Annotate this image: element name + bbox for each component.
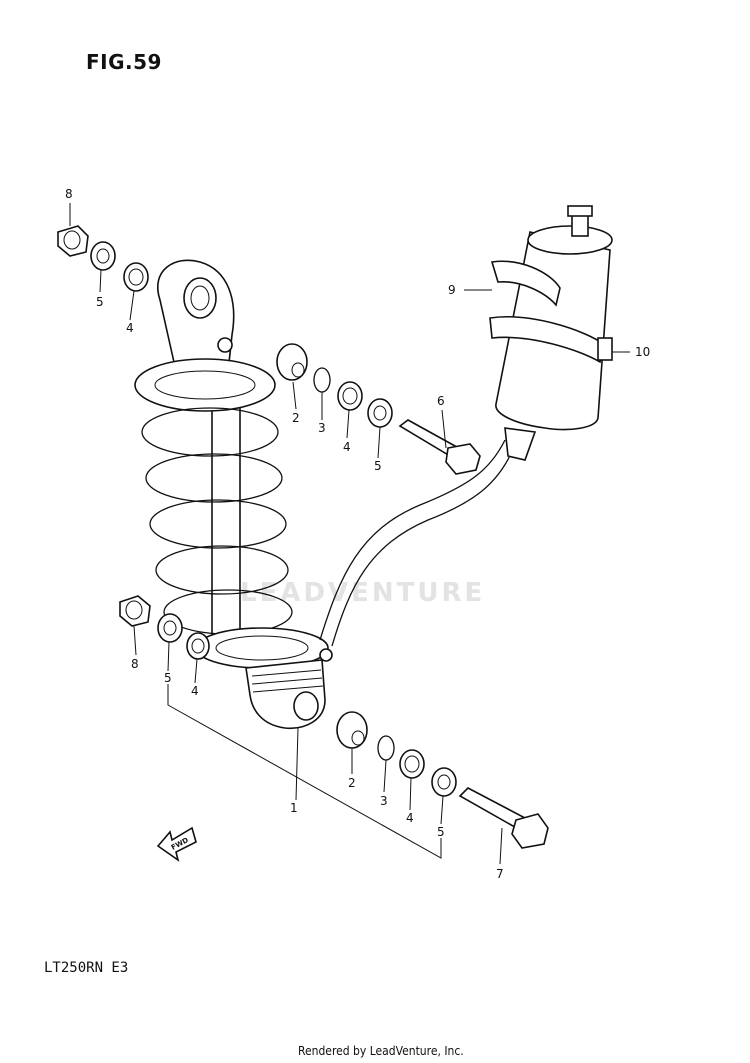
- footer-credit: Rendered by LeadVenture, Inc.: [298, 1044, 464, 1058]
- gas-reservoir: [489, 205, 613, 461]
- lower-cap-nut-8: [119, 595, 151, 627]
- lower-bolt-7: [458, 787, 549, 849]
- model-code: LT250RN E3: [44, 960, 129, 976]
- upper-seal-4b: [337, 381, 363, 411]
- lower-collar-5d: [431, 767, 457, 797]
- callout-4-upper-left: 4: [126, 321, 134, 335]
- damper-rod: [211, 379, 241, 641]
- callout-8-lower: 8: [131, 657, 139, 671]
- callout-3-upper: 3: [318, 421, 326, 435]
- callout-8-upper: 8: [65, 187, 73, 201]
- lower-seal-4c: [186, 632, 210, 660]
- callout-4-lower-right: 4: [406, 811, 414, 825]
- lower-circlip-3b: [377, 735, 395, 761]
- upper-circlip-3a: [313, 367, 331, 393]
- callout-5-lower-left: 5: [164, 671, 172, 685]
- callout-3-lower: 3: [380, 794, 388, 808]
- upper-collar-5b: [367, 398, 393, 428]
- fwd-arrow-icon: FWD: [156, 826, 197, 862]
- upper-bushing-2a: [276, 343, 308, 381]
- callout-5-upper-right: 5: [374, 459, 382, 473]
- callout-5-upper-left: 5: [96, 295, 104, 309]
- callout-7: 7: [496, 867, 504, 881]
- lower-seal-4d: [399, 749, 425, 779]
- callout-5-lower-right: 5: [437, 825, 445, 839]
- callout-2-upper: 2: [292, 411, 300, 425]
- coil-spring: [134, 358, 329, 669]
- callout-4-lower-left: 4: [191, 684, 199, 698]
- shock-lower-body: [245, 648, 333, 729]
- shock-upper-eye: [157, 259, 235, 381]
- callout-10: 10: [635, 345, 650, 359]
- leader-lines: [69, 203, 630, 865]
- callout-2-lower: 2: [348, 776, 356, 790]
- callout-4-upper-right: 4: [343, 440, 351, 454]
- callout-6: 6: [437, 394, 445, 408]
- watermark-text: LEADVENTURE: [240, 578, 486, 608]
- reservoir-hose: [319, 439, 516, 647]
- upper-collar-5a: [90, 241, 116, 271]
- lower-collar-5c: [157, 613, 183, 643]
- callout-9: 9: [448, 283, 456, 297]
- figure-title: FIG.59: [86, 50, 162, 74]
- upper-seal-4a: [123, 262, 149, 292]
- upper-bolt-6: [398, 419, 481, 475]
- callout-1: 1: [290, 801, 298, 815]
- upper-cap-nut-8: [57, 225, 89, 257]
- lower-bushing-2b: [336, 711, 368, 749]
